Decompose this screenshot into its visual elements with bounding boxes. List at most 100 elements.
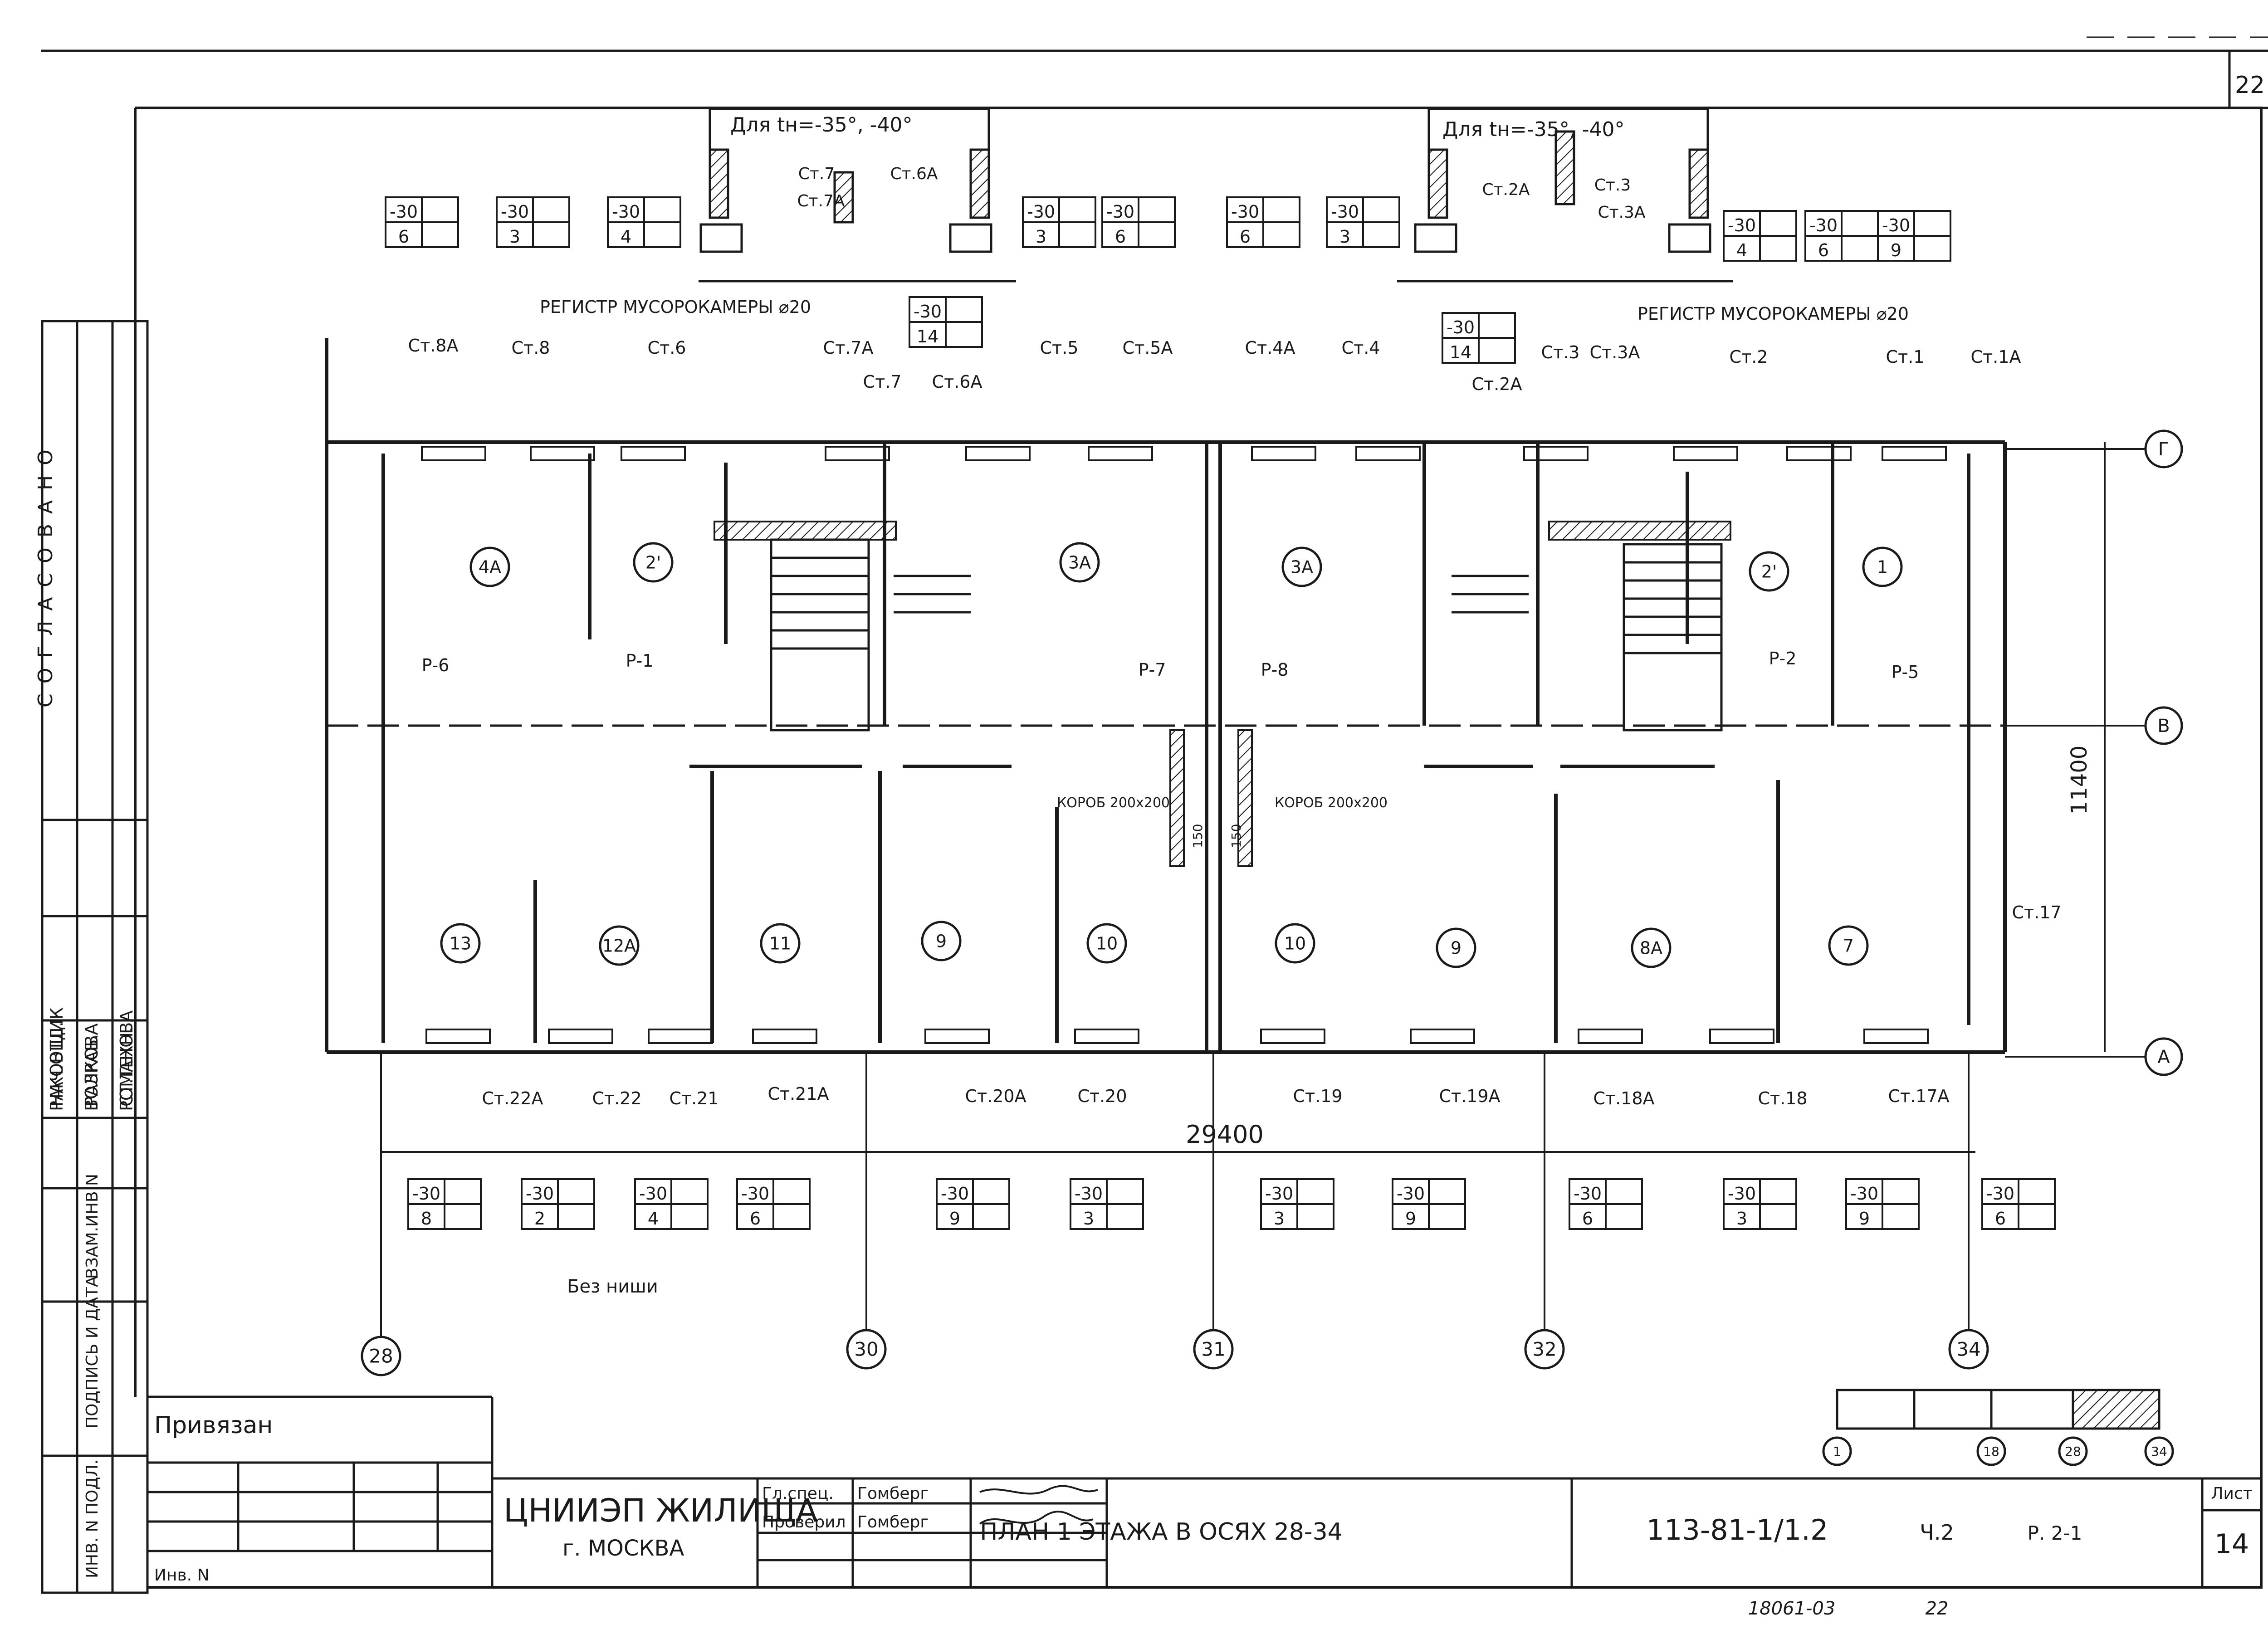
room-number-circle — [469, 546, 510, 587]
room-number: 2' — [645, 552, 661, 572]
heater-box-mid-temp: -30 — [1447, 317, 1475, 337]
riser-label-top: Ст.8А — [408, 336, 459, 356]
axis-bubble-32: 32 — [1532, 1338, 1556, 1361]
heater-box-top-count: 6 — [398, 227, 409, 247]
role-razrab: РАЗРАБ. — [82, 1034, 102, 1107]
riser-label-top: Ст.2А — [1472, 374, 1522, 394]
room-number-circle — [1862, 546, 1903, 587]
heater-box-top-count: 6 — [1240, 227, 1251, 247]
axis-bubble-28: 28 — [369, 1345, 393, 1367]
signature-2 — [979, 1511, 1094, 1525]
organization-city: г. МОСКВА — [562, 1536, 684, 1561]
radiator — [621, 446, 686, 461]
axis-bubble-h-0: Г — [2158, 439, 2169, 460]
name-volkova: ВОЛКОВА — [82, 1023, 102, 1111]
riser-label-top: Ст.1 — [1886, 347, 1925, 367]
riser-label-bottom: Ст.21 — [669, 1088, 719, 1108]
radiator — [825, 446, 890, 461]
bottom-number: 22 — [1926, 1598, 1949, 1619]
register-label: Р-5 — [1892, 662, 1919, 682]
heater-box-top-temp: -30 — [1106, 202, 1134, 222]
riser-label-bottom: Ст.19 — [1293, 1086, 1342, 1106]
heater-box-bottom-count: 6 — [1582, 1209, 1593, 1229]
key-plan-axis-circle — [2058, 1436, 2088, 1466]
detail-left — [699, 107, 1016, 283]
heater-box-top-count: 3 — [1036, 227, 1046, 247]
stairs-right — [1452, 543, 1723, 732]
heater-box-bottom-temp: -30 — [941, 1184, 969, 1204]
riser-label-bottom: Ст.20 — [1077, 1086, 1127, 1106]
riser-label-top: Ст.3А — [1590, 342, 1640, 362]
heater-box-bottom-count: 9 — [1859, 1209, 1870, 1229]
riser-label-detail: Ст.3 — [1594, 176, 1631, 195]
room-number-circle — [440, 923, 481, 964]
room-number: 9 — [936, 931, 947, 951]
room-number: 2' — [1761, 561, 1777, 581]
room-number: 4А — [479, 557, 501, 577]
room-number: 10 — [1284, 933, 1306, 953]
part-number: Ч.2 — [1920, 1520, 1954, 1545]
axis-bubble-31: 31 — [1201, 1338, 1225, 1361]
dim-11400: 11400 — [2067, 746, 2092, 815]
room-number-circle — [1436, 927, 1476, 968]
radiator — [752, 1029, 817, 1044]
sheet-title: ПЛАН 1 ЭТАЖА В ОСЯХ 28-34 — [980, 1518, 1343, 1546]
room-number: 3А — [1068, 552, 1091, 572]
stamp-podpis: ПОДПИСЬ И ДАТА — [83, 1276, 102, 1429]
axis-bubble-h-0-circle — [2144, 429, 2183, 468]
radiator — [1251, 446, 1316, 461]
registr-right: РЕГИСТР МУСОРОКАМЕРЫ ⌀20 — [1637, 304, 1909, 324]
radiator — [1578, 1029, 1643, 1044]
heater-box-bottom-temp: -30 — [639, 1184, 667, 1204]
dim-150-left: 150 — [1190, 824, 1205, 848]
heater-box-bottom-count: 3 — [1274, 1209, 1285, 1229]
riser-label-top: Ст.5 — [1040, 338, 1079, 358]
left-stamp-column — [41, 320, 149, 1594]
garbage-chamber-wall-right — [1548, 521, 1731, 541]
heater-box-bottom-temp: -30 — [1728, 1184, 1756, 1204]
radiator — [1786, 446, 1852, 461]
room-number: 7 — [1843, 936, 1854, 956]
heater-box-bottom-temp: -30 — [1075, 1184, 1103, 1204]
heater-box-top-temp: -30 — [1728, 215, 1756, 235]
privyazan-label: Привязан — [154, 1412, 273, 1439]
riser-label-bottom: Ст.22 — [592, 1088, 641, 1108]
register-label: Р-8 — [1261, 660, 1289, 680]
register-label: Р-7 — [1139, 660, 1166, 680]
key-plan-axis-circle — [1822, 1436, 1852, 1466]
bottom-code: 18061-03 — [1748, 1598, 1836, 1619]
radiator — [425, 1029, 491, 1044]
riser-label-bottom: Ст.20А — [965, 1086, 1026, 1106]
key-plan-axis: 18 — [1983, 1444, 1999, 1459]
heater-box-bottom-temp: -30 — [1574, 1184, 1602, 1204]
axis-bubble-31-circle — [1193, 1329, 1234, 1370]
corner-sheet-number: 22 — [2235, 72, 2265, 99]
axis-bubble-34-circle — [1948, 1329, 1989, 1370]
heater-box-top-temp: -30 — [501, 202, 529, 222]
heater-box-bottom-count: 9 — [1405, 1209, 1416, 1229]
register-label: Р-1 — [626, 651, 654, 671]
axis-bubble-28-circle — [361, 1336, 401, 1376]
list-label: Лист — [2211, 1484, 2252, 1503]
radiator — [421, 446, 486, 461]
heater-box-top-temp: -30 — [1882, 215, 1910, 235]
axis-bubble-h-2-circle — [2144, 1037, 2183, 1076]
heater-box-top-count: 4 — [1736, 240, 1747, 260]
signature-1 — [979, 1485, 1098, 1495]
radiator — [1709, 1029, 1774, 1044]
room-number: 11 — [769, 933, 791, 953]
room-number: 8А — [1640, 938, 1662, 958]
heater-box-bottom-count: 9 — [949, 1209, 960, 1229]
riser-label-detail: Ст.6А — [890, 165, 938, 183]
heater-box-top-count: 3 — [1339, 227, 1350, 247]
riser-label-top: Ст.4А — [1245, 338, 1295, 358]
heater-box-bottom-count: 3 — [1736, 1209, 1747, 1229]
riser-label-top: Ст.7А — [823, 338, 874, 358]
shaft-left — [1169, 729, 1185, 867]
sheet-frame — [135, 107, 2263, 1589]
room-number: 3А — [1290, 557, 1313, 577]
room-number-circle — [760, 923, 801, 964]
section-number: Р. 2-1 — [2028, 1522, 2082, 1544]
korob-right: КОРОБ 200x200 — [1275, 795, 1388, 811]
